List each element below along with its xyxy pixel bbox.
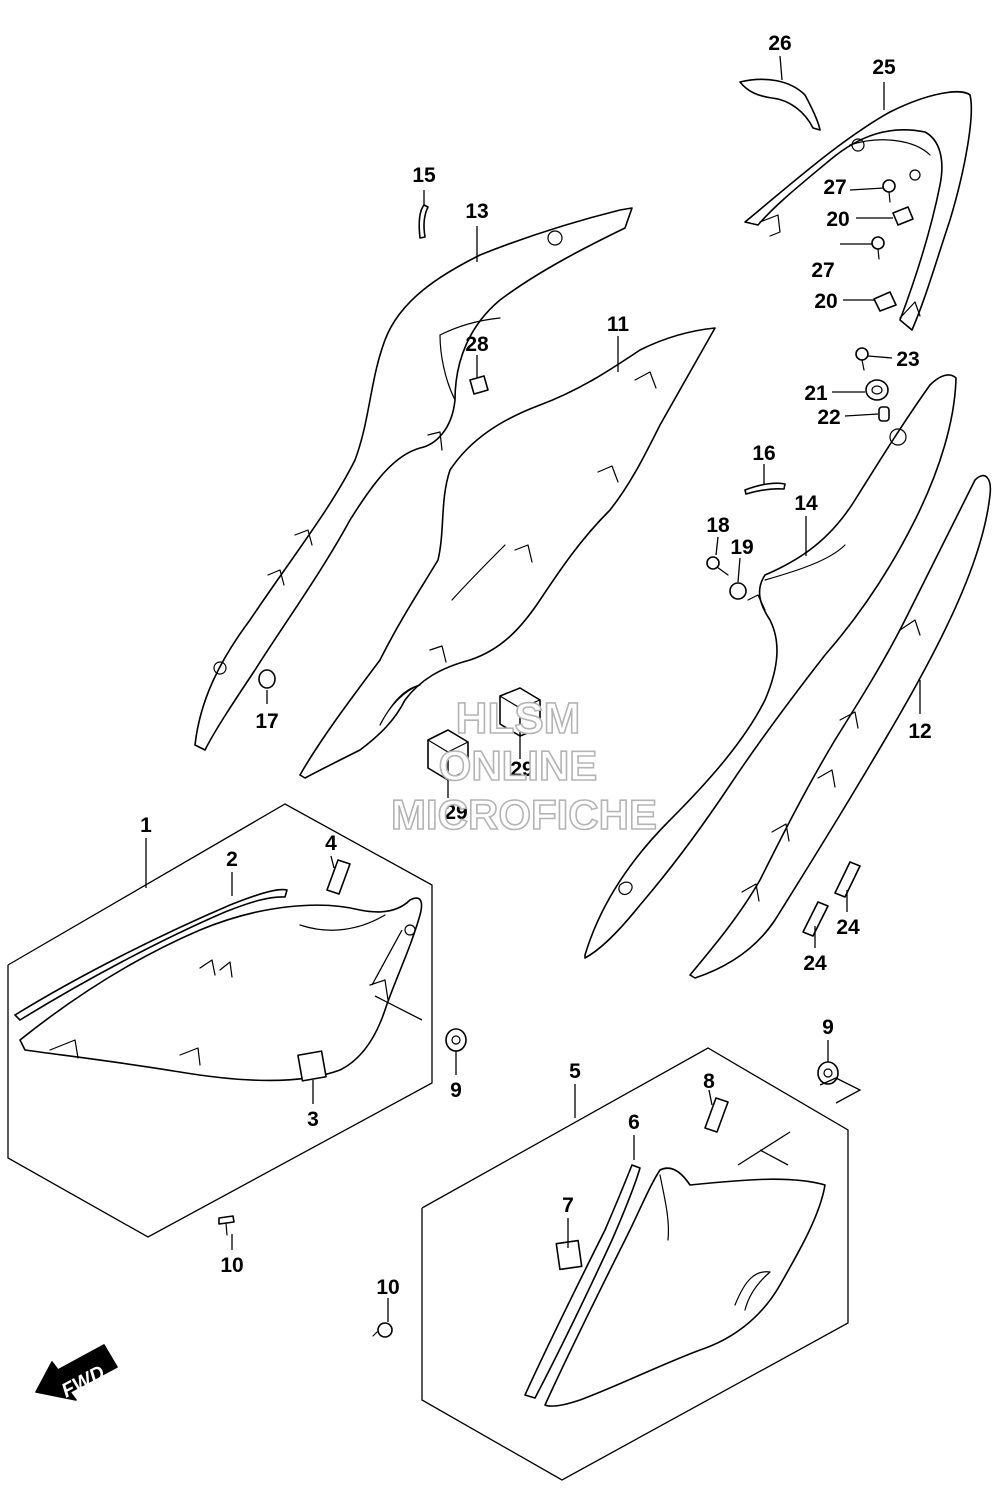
callout-3: 3 [307,1108,319,1131]
callout-26: 26 [768,32,791,55]
part-26-trim [739,78,821,131]
callout-29-lower: 29 [444,801,467,824]
part-23-screw [855,347,869,371]
part-24-sticker-upper [834,861,861,898]
callout-27-upper: 27 [823,176,846,199]
part-15-strip [418,204,429,239]
callout-28: 28 [465,333,489,356]
part-18-bolt [706,556,729,576]
callout-17: 17 [255,710,278,733]
callout-15: 15 [412,164,436,187]
part-10-rivet-left [218,1215,235,1236]
callout-13: 13 [465,200,488,223]
callout-5: 5 [569,1060,581,1083]
callout-29-upper: 29 [510,758,533,781]
part-20-nut-upper [892,206,914,226]
callout-24-upper: 24 [836,916,860,939]
callout-23: 23 [896,348,919,371]
watermark: HLSM ONLINE MICROFICHE [390,693,658,839]
callout-4: 4 [325,832,337,855]
callout-22: 22 [817,406,840,429]
part-17-grommet [258,669,276,689]
leader-lines [145,55,921,1322]
part-28-clip [469,375,489,395]
part-22-collar [878,406,890,422]
callout-25: 25 [872,56,896,79]
part-27-screw-upper [882,179,896,203]
part-24-sticker-lower [802,901,829,937]
callout-11: 11 [607,313,630,336]
part-11-inner-cover [299,327,716,779]
callout-9-right: 9 [822,1016,834,1039]
part-8-sticker [704,1097,729,1133]
callout-24-lower: 24 [803,952,827,975]
watermark-line-3: MICROFICHE [391,791,657,838]
callout-9-left: 9 [450,1079,462,1102]
part-25-tail-cowl [744,91,973,331]
part-5-side-cover [544,1167,826,1407]
part-9-grommet-right [817,1061,839,1085]
callout-27-lower: 27 [811,259,834,282]
part-27-screw-lower [871,236,885,260]
part-14-side-cover [584,374,957,959]
callout-10-left: 10 [220,1254,243,1277]
callout-1: 1 [140,814,152,837]
part-29-clip-upper [499,687,541,737]
callout-6: 6 [628,1111,640,1134]
callout-18: 18 [706,514,730,537]
callout-7: 7 [562,1194,574,1217]
callout-labels: 1 2 3 4 5 6 7 8 9 9 10 10 11 12 13 14 15… [140,32,932,1299]
callout-12: 12 [908,720,931,743]
part-20-nut-lower [873,291,897,312]
part-7-sticker [555,1239,583,1271]
part-5-assembly-box [421,1047,849,1481]
callout-21: 21 [804,382,828,405]
watermark-line-2: ONLINE [439,742,598,789]
part-2-trim [14,888,288,1021]
part-16-strip [744,482,786,495]
part-13-frame-cover [194,207,633,751]
callout-20-lower: 20 [814,290,837,313]
part-19-grommet [729,582,747,600]
callout-8: 8 [703,1070,715,1093]
part-3-sticker [297,1050,327,1082]
callout-14: 14 [794,492,818,515]
part-9-grommet-left [445,1028,467,1052]
callout-20-upper: 20 [826,208,849,231]
part-1-assembly-box [7,803,433,1238]
part-6-trim [524,1164,641,1399]
callout-16: 16 [752,442,775,465]
part-12-side-rail [689,474,992,979]
fwd-direction-arrow: FWD [35,1344,118,1402]
watermark-line-1: HLSM [456,694,581,743]
callout-10-right: 10 [376,1276,399,1299]
part-21-grommet [865,379,889,401]
part-10-rivet-right [372,1322,393,1338]
callout-2: 2 [226,848,238,871]
part-4-sticker [326,859,351,895]
part-1-side-cover [19,897,423,1082]
callout-19: 19 [730,536,753,559]
